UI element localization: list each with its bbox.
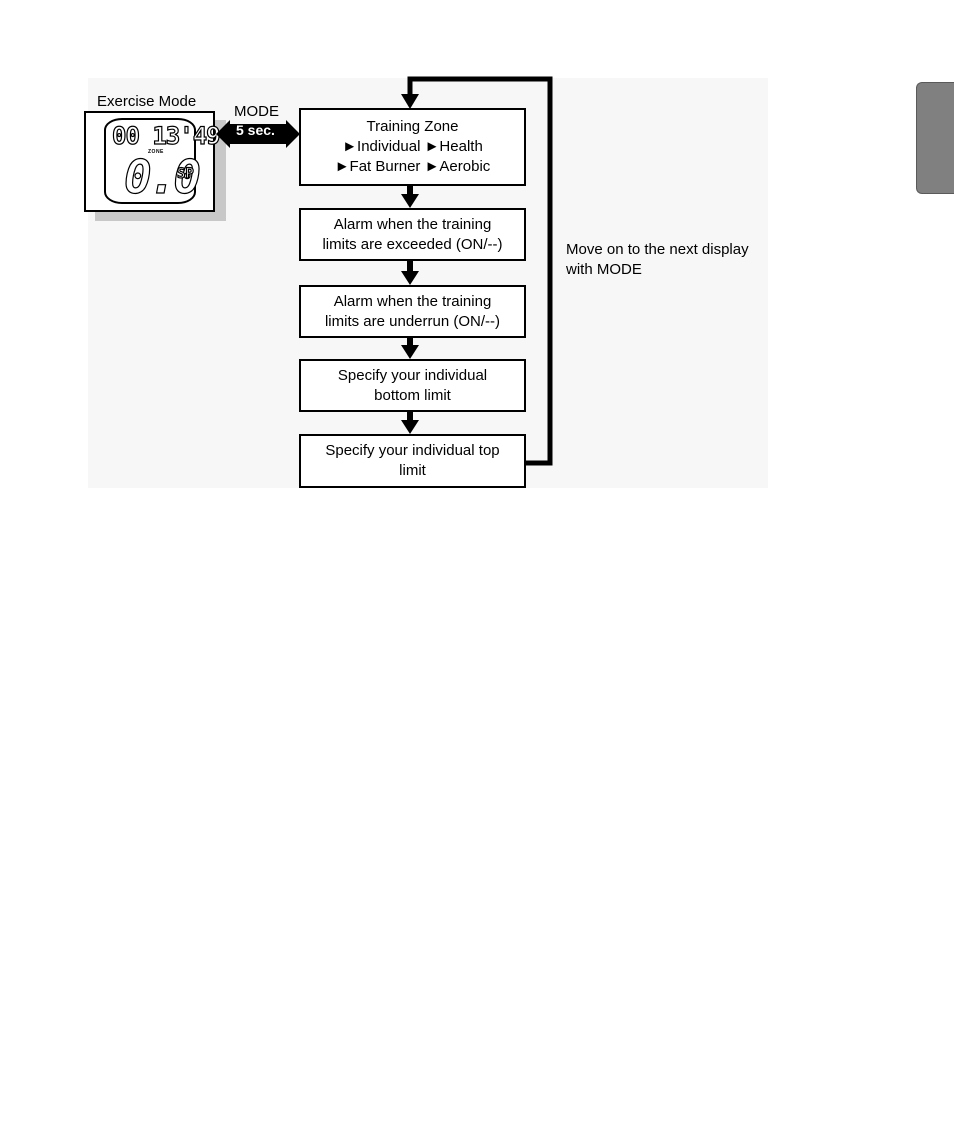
lcd-time-readout: 00 13'49 — [111, 121, 221, 150]
step-line: Specify your individual top — [325, 442, 500, 459]
chapter-tab — [916, 82, 954, 194]
loop-return-arrowhead — [401, 94, 419, 109]
step-line: limits are exceeded (ON/--) — [322, 235, 503, 253]
loop-note: Move on to the next display with MODE — [566, 240, 749, 280]
hold-duration-label: 5 sec. — [236, 122, 275, 138]
step-alarm-exceeded: Alarm when the training limits are excee… — [299, 208, 526, 261]
loop-return-line — [407, 76, 553, 466]
step-line: ►Individual ►Health — [342, 138, 483, 155]
step-training-zone: Training Zone ►Individual ►Health ►Fat B… — [299, 108, 526, 186]
step-line: Alarm when the training — [333, 292, 492, 310]
exercise-mode-title: Exercise Mode — [97, 93, 197, 110]
step-line: Training Zone — [366, 118, 459, 135]
step-line: limit — [399, 462, 426, 479]
watch-lcd-screen — [104, 118, 196, 204]
step-line: bottom limit — [374, 386, 451, 404]
step-top-limit: Specify your individual top limit — [299, 434, 526, 488]
step-line: Specify your individual — [337, 366, 488, 384]
lcd-zone-label: ZONE — [148, 149, 164, 155]
step-line: Alarm when the training — [333, 215, 492, 233]
step-bottom-limit: Specify your individual bottom limit — [299, 359, 526, 412]
step-arrows — [401, 185, 419, 434]
step-line: ►Fat Burner ►Aerobic — [334, 158, 491, 175]
lcd-unit-readout: SP — [176, 165, 194, 182]
loop-note-line: Move on to the next display — [566, 241, 749, 258]
lcd-main-readout: 0.0 — [123, 149, 201, 204]
mode-double-arrow — [216, 120, 300, 148]
step-line: limits are underrun (ON/--) — [324, 312, 501, 330]
loop-note-line: with MODE — [566, 261, 642, 278]
step-alarm-underrun: Alarm when the training limits are under… — [299, 285, 526, 338]
mode-label: MODE — [234, 103, 279, 120]
